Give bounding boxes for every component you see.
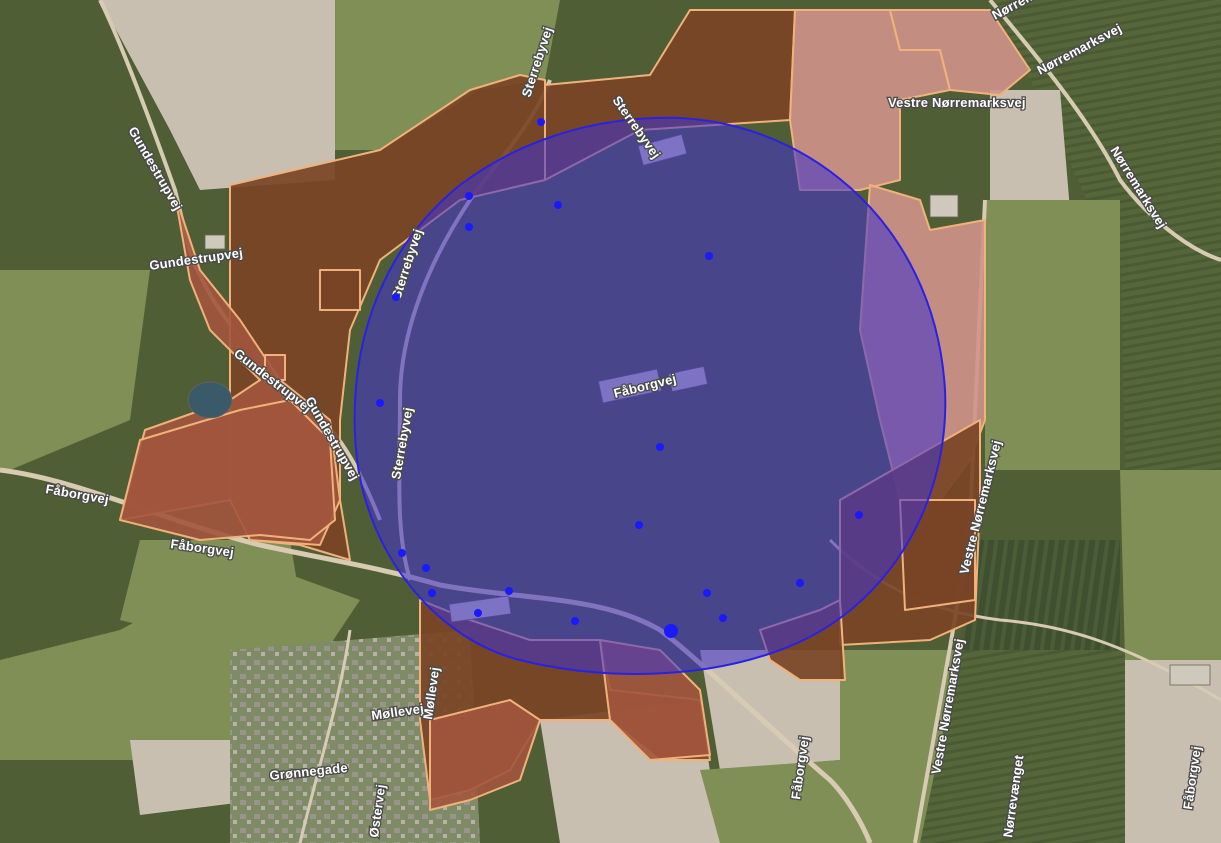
poi-point[interactable] — [537, 118, 545, 126]
parcel-small-2 — [264, 354, 286, 381]
parcel-pink-nne — [889, 9, 1031, 96]
poi-points — [376, 118, 863, 638]
parcel-red-town — [429, 699, 541, 811]
road-label-vestre-nm-1: Vestre Nørremarksvej — [888, 95, 1026, 110]
poi-point[interactable] — [392, 293, 400, 301]
poi-point[interactable] — [635, 521, 643, 529]
poi-point[interactable] — [571, 617, 579, 625]
poi-point[interactable] — [422, 564, 430, 572]
poi-point[interactable] — [376, 399, 384, 407]
poi-point[interactable] — [428, 589, 436, 597]
poi-point[interactable] — [465, 192, 473, 200]
poi-point[interactable] — [554, 201, 562, 209]
poi-point[interactable] — [719, 614, 727, 622]
poi-point[interactable] — [656, 443, 664, 451]
poi-point[interactable] — [398, 549, 406, 557]
poi-point[interactable] — [505, 587, 513, 595]
parcel-small-1 — [319, 269, 361, 311]
parcel-small-3 — [899, 499, 976, 611]
poi-point[interactable] — [703, 589, 711, 597]
buffer-zone[interactable] — [353, 116, 947, 675]
poi-center-point[interactable] — [664, 624, 678, 638]
poi-point[interactable] — [855, 511, 863, 519]
poi-point[interactable] — [705, 252, 713, 260]
poi-point[interactable] — [796, 579, 804, 587]
poi-point[interactable] — [465, 223, 473, 231]
poi-point[interactable] — [474, 609, 482, 617]
parcel-red-south-west — [119, 399, 336, 541]
road-label-mollevej-1: Møllevej — [370, 701, 424, 723]
